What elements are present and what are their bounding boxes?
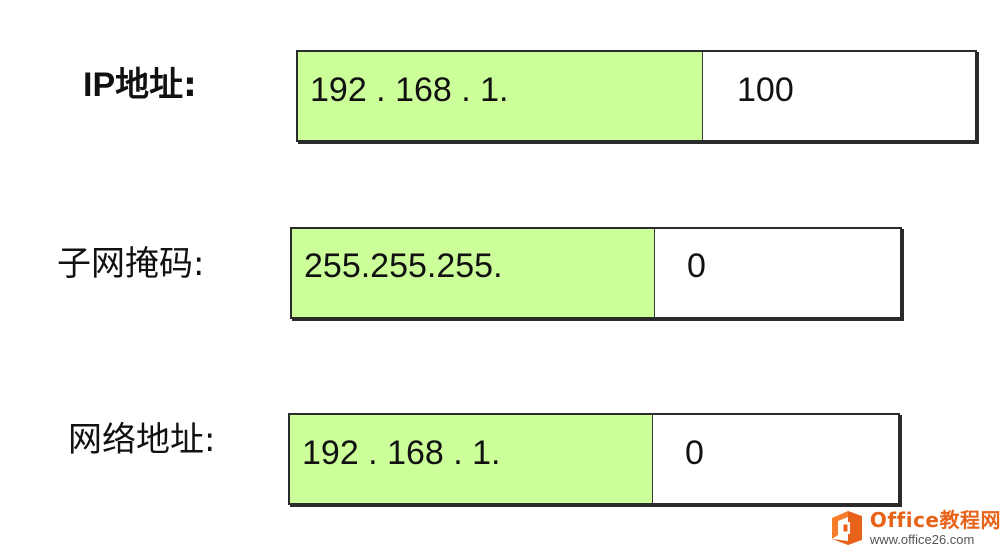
subnet-mask-box: 255.255.255. 0 [290, 227, 902, 319]
netaddr-network-segment: 192 . 168 . 1. [290, 415, 653, 503]
ip-network-segment: 192 . 168 . 1. [298, 52, 703, 140]
office-logo-icon [831, 511, 862, 545]
mask-network-segment: 255.255.255. [292, 229, 655, 317]
subnet-mask-label: 子网掩码: [57, 244, 205, 284]
mask-host-segment: 0 [655, 229, 900, 317]
watermark-title: Office教程网 [869, 508, 1001, 532]
ip-label-prefix: IP [83, 66, 116, 104]
office26-watermark: Office教程网 www.office26.com [826, 508, 1001, 548]
ip-label-rest: 地址: [115, 65, 197, 105]
watermark-url: www.office26.com [869, 532, 975, 547]
ip-address-label: IP地址: [83, 65, 197, 105]
network-address-label: 网络地址: [68, 420, 216, 460]
netaddr-host-segment: 0 [653, 415, 898, 503]
network-address-box: 192 . 168 . 1. 0 [288, 413, 900, 505]
ip-host-segment: 100 [703, 52, 975, 140]
ip-address-box: 192 . 168 . 1. 100 [296, 50, 977, 142]
